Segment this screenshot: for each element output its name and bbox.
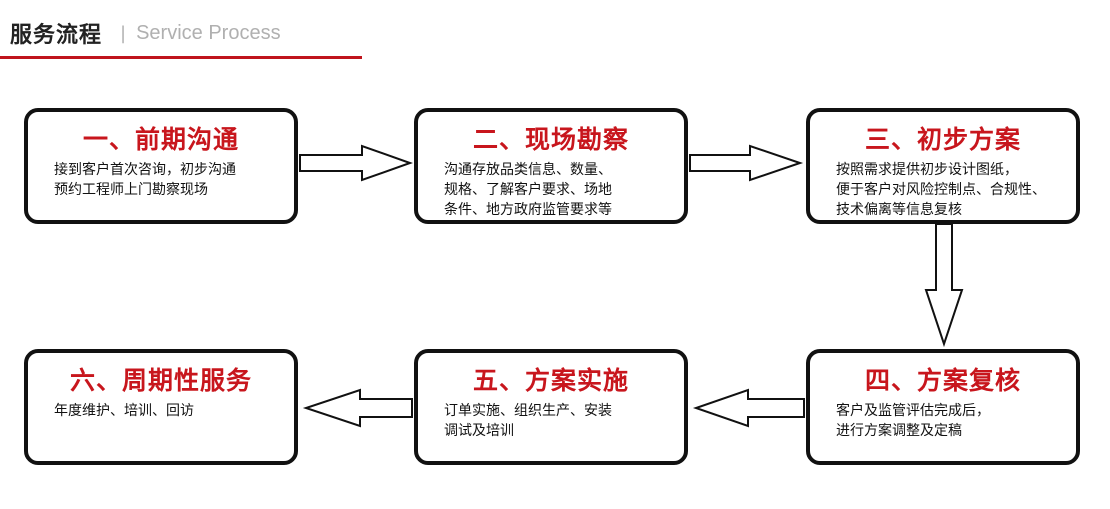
- step-description: 年度维护、培训、回访: [54, 401, 286, 421]
- step-desc-line: 按照需求提供初步设计图纸，: [836, 162, 1018, 178]
- page-title: 服务流程: [10, 23, 103, 48]
- step-description: 客户及监管评估完成后， 进行方案调整及定稿: [836, 401, 1068, 441]
- arrow-right-1-to-2: [299, 144, 413, 182]
- step-box-3: 三、初步方案 按照需求提供初步设计图纸， 便于客户对风险控制点、合规性、 技术偏…: [806, 108, 1080, 224]
- step-description: 沟通存放品类信息、数量、 规格、了解客户要求、场地 条件、地方政府监管要求等: [444, 160, 676, 220]
- step-desc-line: 年度维护、培训、回访: [54, 403, 194, 419]
- step-title: 三、初步方案: [864, 125, 1021, 154]
- step-description: 接到客户首次咨询，初步沟通 预约工程师上门勘察现场: [54, 160, 286, 200]
- step-desc-line: 沟通存放品类信息、数量、: [444, 162, 612, 178]
- step-title: 六、周期性服务: [69, 366, 252, 395]
- page-header: 服务流程 | Service Process: [10, 16, 281, 50]
- step-description: 按照需求提供初步设计图纸， 便于客户对风险控制点、合规性、 技术偏离等信息复核: [836, 160, 1068, 220]
- step-desc-line: 条件、地方政府监管要求等: [444, 202, 612, 218]
- step-desc-line: 规格、了解客户要求、场地: [444, 182, 612, 198]
- header-underline: [0, 56, 362, 59]
- step-description: 订单实施、组织生产、安装 调试及培训: [444, 401, 676, 441]
- step-desc-line: 接到客户首次咨询，初步沟通: [54, 162, 236, 178]
- step-box-2: 二、现场勘察 沟通存放品类信息、数量、 规格、了解客户要求、场地 条件、地方政府…: [414, 108, 688, 224]
- step-title: 四、方案复核: [864, 366, 1021, 395]
- step-desc-line: 便于客户对风险控制点、合规性、: [836, 182, 1046, 198]
- step-title: 二、现场勘察: [472, 125, 629, 154]
- step-box-4: 四、方案复核 客户及监管评估完成后， 进行方案调整及定稿: [806, 349, 1080, 465]
- step-box-6: 六、周期性服务 年度维护、培训、回访: [24, 349, 298, 465]
- step-title: 五、方案实施: [472, 366, 629, 395]
- step-box-5: 五、方案实施 订单实施、组织生产、安装 调试及培训: [414, 349, 688, 465]
- title-separator: |: [120, 22, 127, 44]
- arrow-down-3-to-4: [924, 223, 964, 348]
- arrow-right-2-to-3: [689, 144, 804, 182]
- step-desc-line: 进行方案调整及定稿: [836, 423, 962, 439]
- arrow-left-4-to-5: [692, 388, 805, 428]
- step-desc-line: 订单实施、组织生产、安装: [444, 403, 612, 419]
- arrow-left-5-to-6: [302, 388, 413, 428]
- step-desc-line: 预约工程师上门勘察现场: [54, 182, 208, 198]
- step-title: 一、前期沟通: [82, 125, 239, 154]
- step-desc-line: 客户及监管评估完成后，: [836, 403, 990, 419]
- step-box-1: 一、前期沟通 接到客户首次咨询，初步沟通 预约工程师上门勘察现场: [24, 108, 298, 224]
- page-subtitle: Service Process: [136, 21, 281, 44]
- step-desc-line: 技术偏离等信息复核: [836, 202, 962, 218]
- step-desc-line: 调试及培训: [444, 423, 514, 439]
